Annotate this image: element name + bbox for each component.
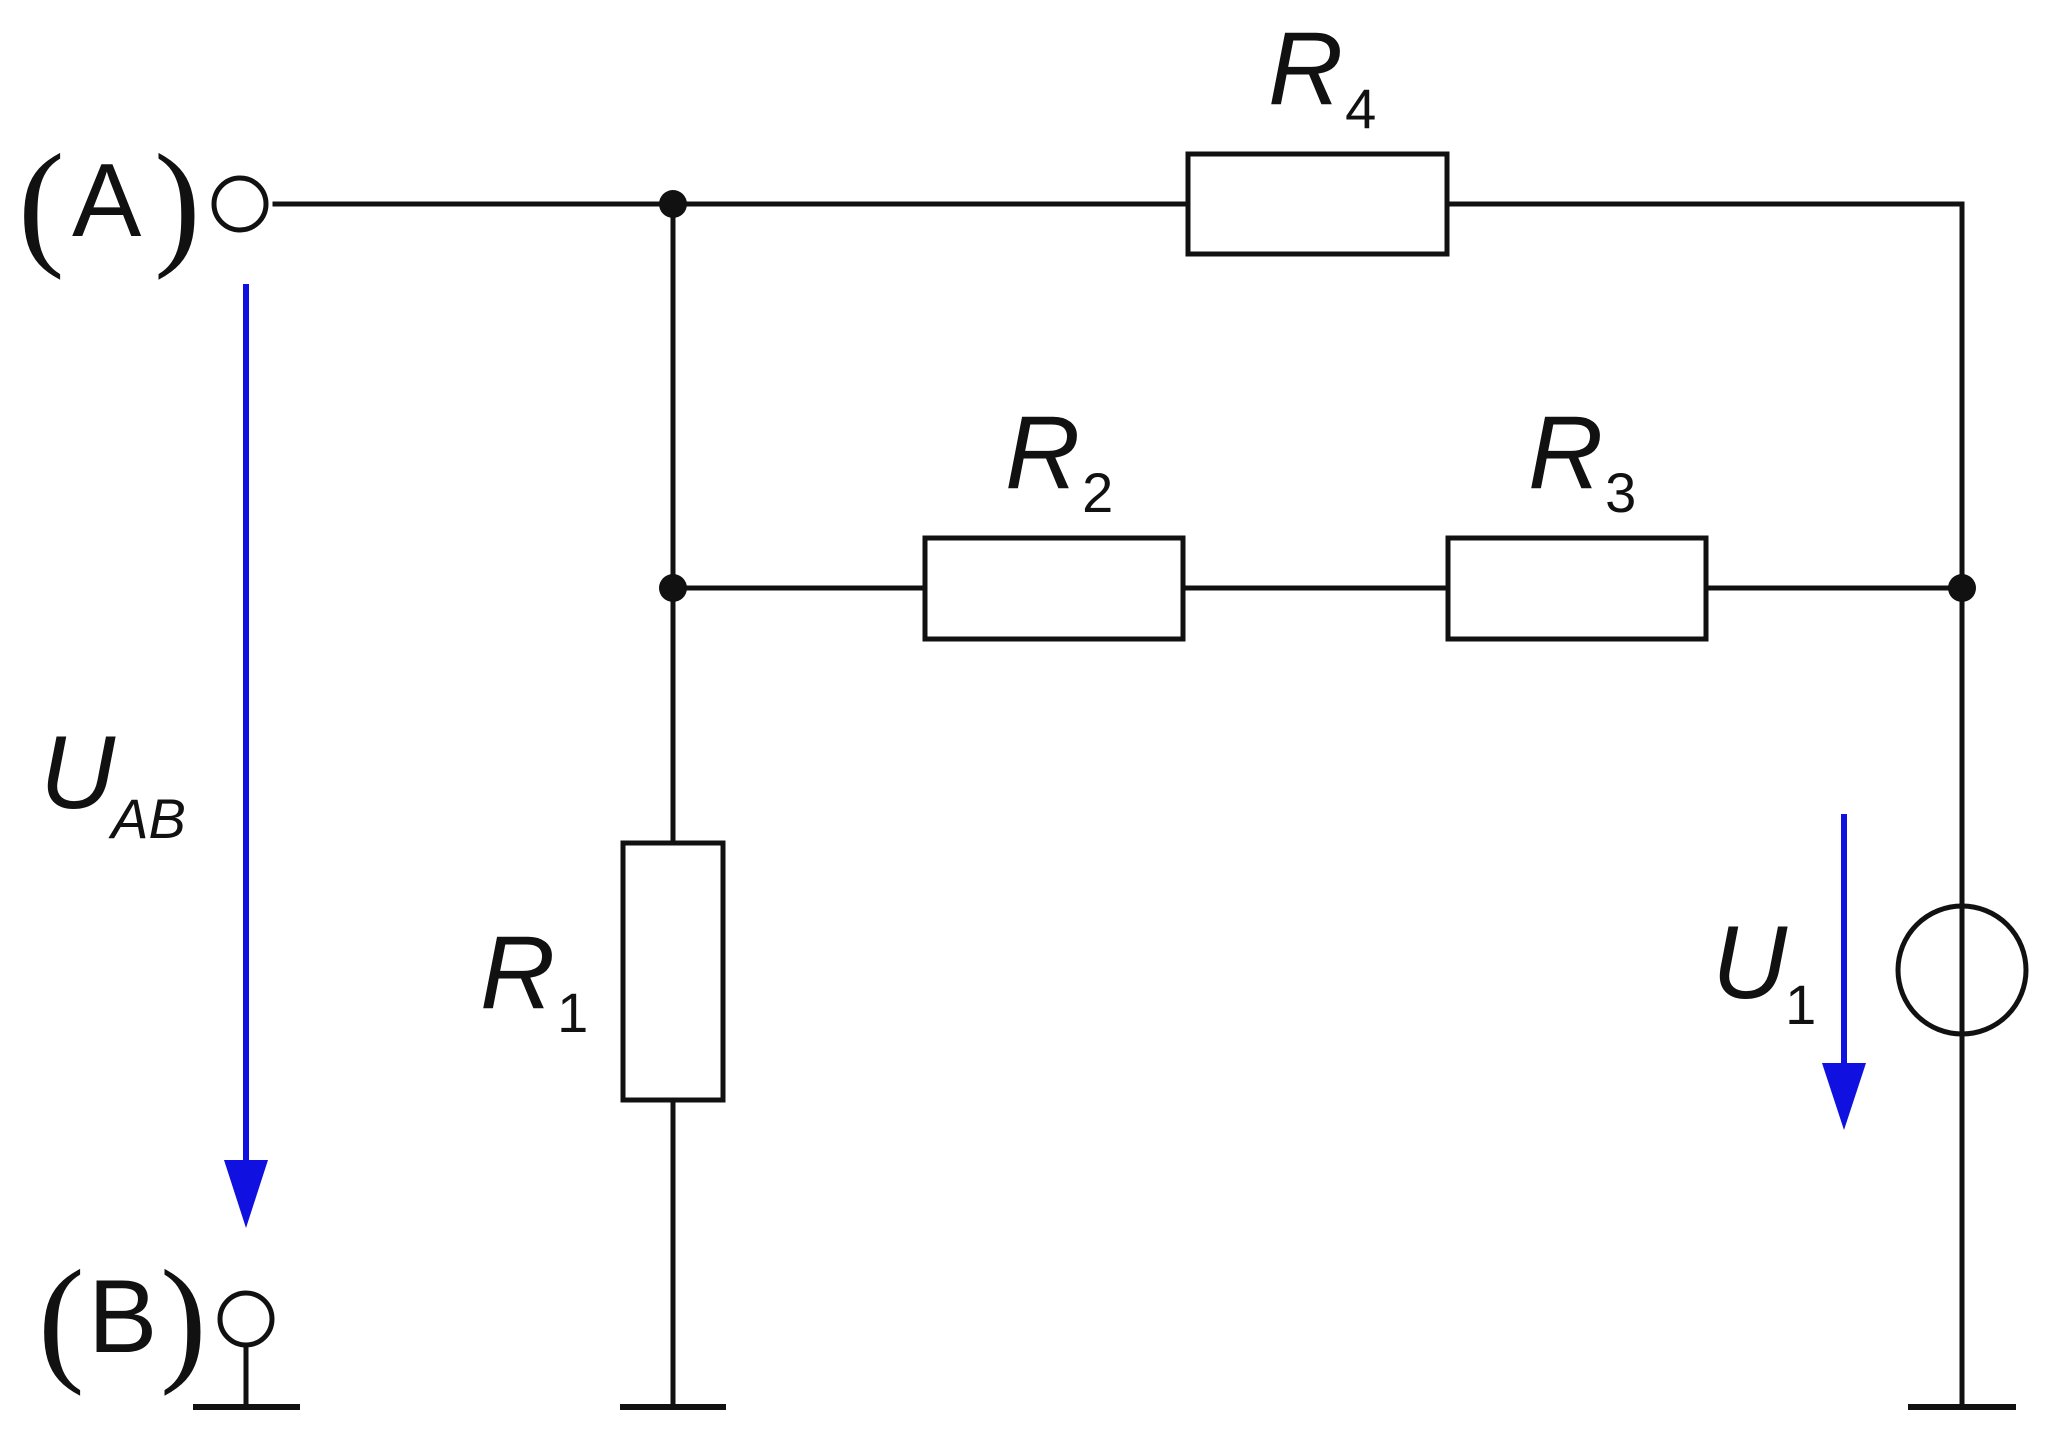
terminal-b-label: ( B ) (38, 1242, 207, 1397)
label-uab-symbol: U (40, 715, 116, 831)
wires (243, 201, 1965, 1408)
terminal-b-close-paren: ) (160, 1242, 207, 1397)
node-top-left (659, 190, 687, 218)
label-r2-subscript: 2 (1082, 461, 1113, 524)
label-r1-symbol: R (480, 915, 555, 1031)
arrow-uab-head (224, 1160, 268, 1228)
arrow-uab (224, 284, 268, 1228)
label-r3-symbol: R (1528, 395, 1603, 511)
label-r4: R4 (1268, 11, 1376, 140)
arrow-u1-head (1822, 1063, 1866, 1130)
label-uab-subscript: AB (108, 787, 186, 850)
label-u1-symbol: U (1712, 905, 1788, 1021)
terminal-b-letter: B (88, 1259, 157, 1375)
arrow-u1 (1822, 814, 1866, 1130)
terminal-a-letter: A (72, 143, 142, 259)
label-r2-symbol: R (1005, 395, 1080, 511)
resistor-r3 (1445, 535, 1709, 642)
terminal-a-close-paren: ) (154, 126, 201, 281)
node-mid-left (659, 574, 687, 602)
label-u1-subscript: 1 (1785, 973, 1816, 1036)
terminal-b-open-paren: ( (38, 1242, 85, 1397)
node-mid-right (1948, 574, 1976, 602)
terminal-b (217, 1290, 275, 1348)
resistor-r2 (922, 535, 1186, 642)
resistor-r4 (1185, 151, 1450, 257)
label-r4-subscript: 4 (1345, 77, 1376, 140)
terminal-a-label: ( A ) (18, 126, 201, 281)
terminal-a (211, 175, 269, 233)
label-uab: UAB (40, 715, 186, 850)
label-r4-symbol: R (1268, 11, 1343, 127)
label-r3: R3 (1528, 395, 1636, 524)
resistor-r1 (620, 840, 726, 1103)
label-r3-subscript: 3 (1605, 461, 1636, 524)
label-r1: R1 (480, 915, 588, 1044)
label-u1: U1 (1712, 905, 1816, 1036)
label-r1-subscript: 1 (557, 981, 588, 1044)
terminal-a-open-paren: ( (18, 126, 65, 281)
voltage-source-u1 (1895, 903, 2029, 1037)
label-r2: R2 (1005, 395, 1113, 524)
